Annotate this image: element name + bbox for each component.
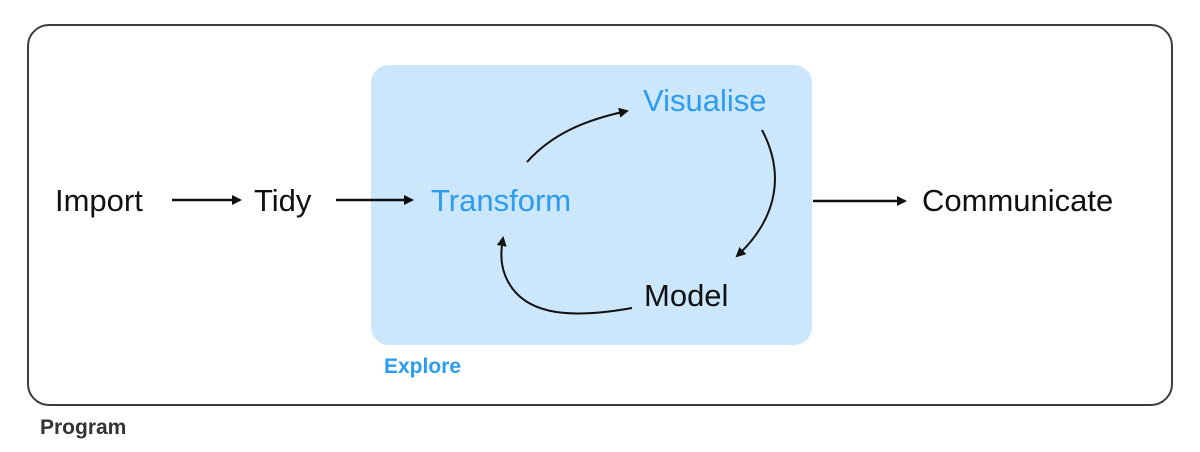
program-container xyxy=(27,24,1173,406)
node-visualise: Visualise xyxy=(643,83,767,118)
node-import: Import xyxy=(55,183,143,218)
node-communicate: Communicate xyxy=(922,183,1114,218)
arrow-visualise-to-model xyxy=(735,129,776,258)
node-tidy: Tidy xyxy=(254,183,312,218)
arrow-transform-to-visualise xyxy=(526,107,629,163)
explore-label: Explore xyxy=(384,355,462,378)
node-model: Model xyxy=(644,278,729,313)
explore-container xyxy=(371,65,812,345)
node-transform: Transform xyxy=(431,183,572,218)
arrow-model-to-transform xyxy=(496,236,633,315)
program-label: Program xyxy=(40,416,127,439)
